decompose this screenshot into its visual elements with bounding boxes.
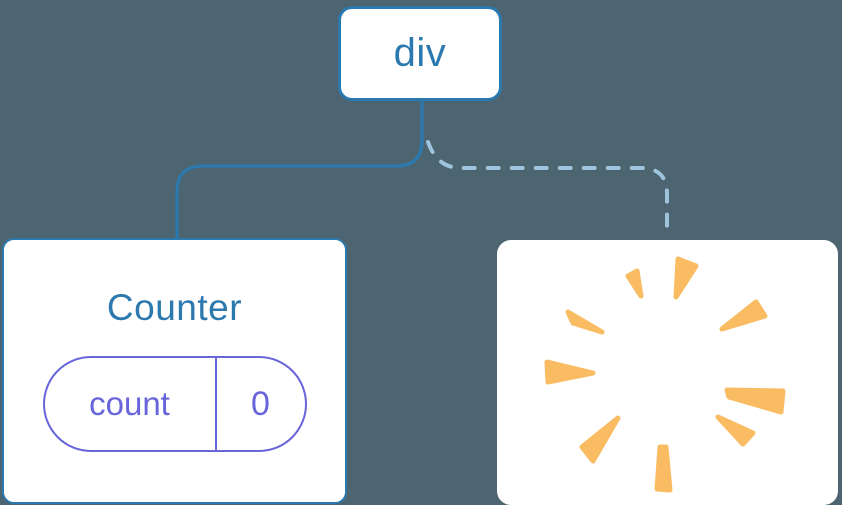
poof-ray: [565, 309, 605, 335]
counter-component-card: Counter count 0: [2, 238, 347, 504]
state-key-label: count: [45, 358, 217, 450]
poof-ray: [579, 415, 621, 464]
poof-ray: [715, 414, 756, 447]
poof-ray: [724, 387, 786, 415]
solid-edge: [175, 98, 424, 240]
dashed-edge: [426, 140, 669, 239]
poof-explosion-icon: [544, 256, 786, 493]
state-value-label: 0: [251, 384, 270, 423]
state-pill: count 0: [42, 356, 307, 452]
poof-rays: [544, 256, 786, 493]
poof-ray: [719, 299, 768, 332]
poof-ray: [673, 256, 699, 300]
poof-ray: [625, 268, 644, 299]
poof-ray: [544, 359, 596, 385]
removed-component-card: [497, 240, 838, 505]
root-node-label: div: [393, 31, 447, 75]
root-node-div: div: [338, 6, 502, 101]
poof-ray: [654, 444, 673, 493]
counter-title: Counter: [106, 287, 243, 328]
